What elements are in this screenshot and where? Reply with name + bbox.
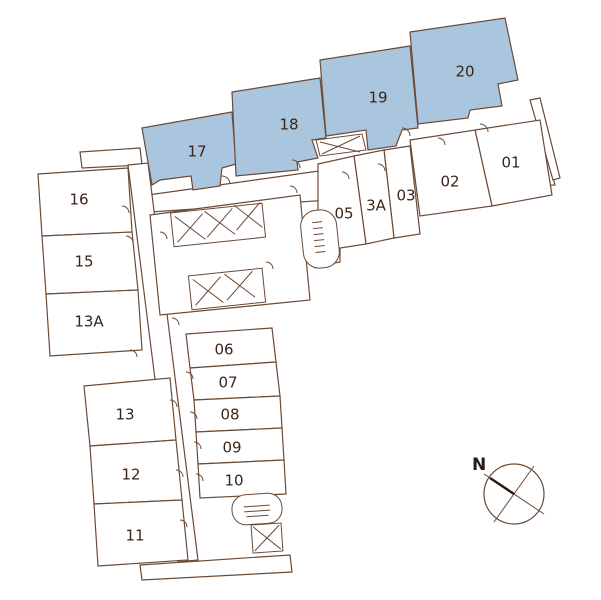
stairs-lower: [231, 492, 283, 526]
unit-label: 13A: [74, 313, 104, 331]
unit-label: 06: [214, 341, 233, 359]
unit-07[interactable]: 07: [189, 361, 281, 401]
unit-label: 03: [396, 187, 415, 205]
unit-02[interactable]: 02: [409, 129, 493, 217]
elevator-top-landing: [315, 133, 367, 157]
unit-label: 18: [279, 116, 298, 134]
unit-06[interactable]: 06: [185, 327, 277, 369]
unit-15[interactable]: 15: [41, 231, 139, 295]
unit-17[interactable]: 17: [141, 111, 237, 191]
unit-3A[interactable]: 3A: [353, 149, 395, 245]
elevator-lower: [187, 267, 267, 311]
unit-label: 15: [74, 253, 93, 271]
door-swings: [121, 123, 489, 528]
unit-13A[interactable]: 13A: [45, 289, 143, 357]
elevator-upper: [169, 202, 267, 248]
stairs-upper: [300, 209, 340, 269]
unit-09[interactable]: 09: [195, 427, 285, 465]
unit-label: 09: [222, 439, 241, 457]
unit-10[interactable]: 10: [197, 459, 287, 499]
unit-label: 12: [121, 466, 140, 484]
unit-label: 08: [220, 406, 239, 424]
unit-label: 13: [115, 406, 134, 424]
unit-label: 17: [187, 143, 206, 161]
unit-19[interactable]: 19: [319, 45, 419, 151]
unit-label: 3A: [366, 197, 387, 215]
units: 17 18 19 20 01 02 03 3A: [37, 17, 553, 567]
unit-label: 11: [125, 527, 144, 545]
unit-label: 20: [455, 63, 474, 81]
unit-label: 19: [368, 89, 387, 107]
unit-11[interactable]: 11: [93, 499, 189, 567]
unit-label: 10: [224, 472, 243, 490]
unit-08[interactable]: 08: [193, 395, 283, 433]
compass-rose-icon: [483, 463, 545, 525]
unit-label: 07: [218, 374, 237, 392]
compass: N: [472, 455, 545, 525]
unit-18[interactable]: 18: [231, 77, 327, 177]
unit-12[interactable]: 12: [89, 439, 183, 505]
unit-20[interactable]: 20: [409, 17, 519, 125]
elevator-bottom: [250, 522, 284, 554]
north-label: N: [472, 455, 486, 475]
unit-label: 16: [69, 191, 88, 209]
unit-label: 01: [501, 154, 520, 172]
unit-13[interactable]: 13: [83, 377, 177, 447]
elevator-core: [169, 133, 367, 554]
unit-label: 05: [334, 205, 353, 223]
unit-16[interactable]: 16: [37, 167, 133, 237]
unit-label: 02: [440, 173, 459, 191]
